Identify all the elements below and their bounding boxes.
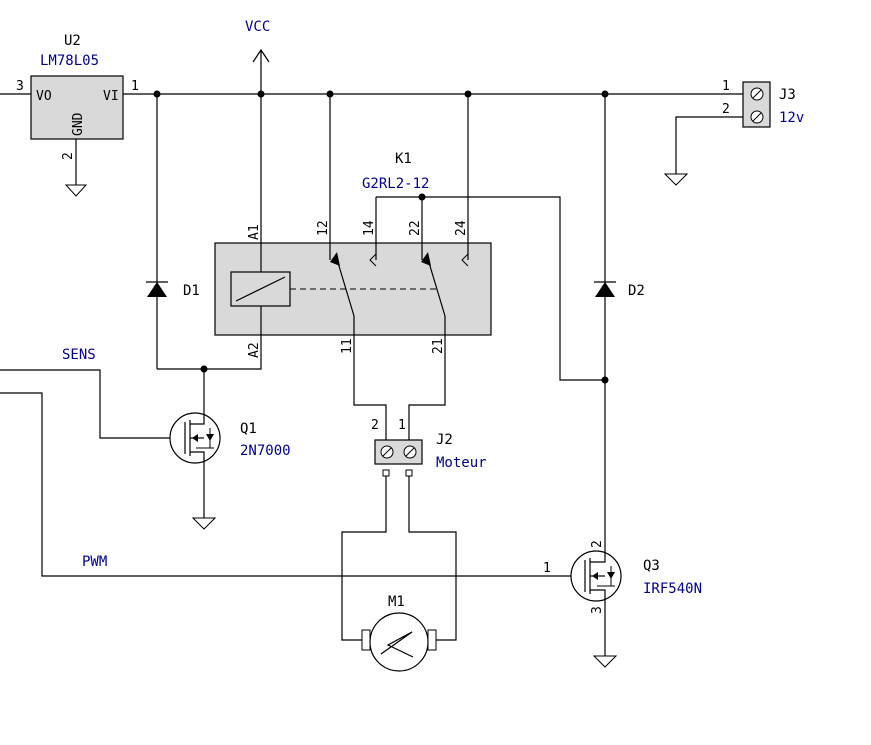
junction-dot [601,376,609,384]
q3-pin2: 2 [590,540,605,548]
k1-pin-11: 11 [340,338,355,354]
vcc-label: VCC [245,19,270,35]
k1-relay: K1 G2RL2-12 A1 12 14 22 24 A2 11 21 [214,94,492,358]
diode-icon [595,282,615,297]
j3-ref: J3 [779,87,796,103]
q3-pin1: 1 [543,561,551,576]
k1-pin-a1: A1 [247,224,262,240]
j2-pin2: 2 [371,418,379,433]
q1-ref: Q1 [240,421,257,437]
q3-mosfet: 1 2 3 Q3 IRF540N [543,540,702,668]
q1-drain [190,369,205,425]
p11-wire [353,335,387,440]
sens-label: SENS [62,347,96,363]
u2-gnd-label: GND [71,112,86,136]
m1-ref: M1 [388,594,405,610]
screw-slot [405,447,415,457]
k1-pin-22: 22 [408,220,423,236]
screw-slot [752,89,762,99]
j3-value: 12v [779,110,804,126]
screw-slot [752,112,762,122]
junction-dot [418,193,426,201]
j2-value: Moteur [436,455,487,471]
vcc-port: VCC [245,19,270,94]
u2-regulator: U2 LM78L05 VO VI GND 3 1 2 [0,33,139,197]
j3-ground-symbol [663,173,689,186]
u2-pin-out: 3 [16,79,24,94]
switch-contact-icon [335,255,355,317]
m1-wire [341,476,387,641]
d1-diode: D1 [146,94,200,369]
j2-pin1: 1 [398,418,406,433]
j3-connector: J3 12v 1 2 [663,79,804,186]
u2-value: LM78L05 [40,53,99,69]
u2-pin-in: 1 [131,79,139,94]
q3-ground-symbol [592,655,618,668]
k1-pin-12: 12 [316,220,331,236]
k1-pin-24: 24 [454,220,469,236]
q3-drain [590,540,606,563]
k1-pin-a2: A2 [247,342,262,358]
p21-wire [408,335,446,440]
contact-arrow-icon [330,252,340,266]
common-wire [376,196,605,381]
pin-pad [382,469,390,477]
j2-ref: J2 [436,432,453,448]
q1-arrow-icon [192,434,198,442]
pwm-label: PWM [82,554,107,570]
d1-ref: D1 [183,283,200,299]
pwm-wire [0,392,585,577]
m1-brush [427,629,437,651]
u2-ref: U2 [64,33,81,49]
coil-slash [235,276,286,302]
contact-arrow-icon [421,252,431,266]
q1-ground-symbol [191,517,217,530]
j3-pin1: 1 [722,79,730,94]
sens-wire [0,369,185,439]
pin-pad [405,469,413,477]
q3-ref: Q3 [643,558,660,574]
q3-source [590,589,606,656]
u2-body [30,75,124,140]
j3-pin2: 2 [722,102,730,117]
k1-pin-14: 14 [362,220,377,236]
diode-icon [147,282,167,297]
switch-contact-icon [426,255,446,317]
q1-mosfet: Q1 2N7000 [169,369,291,530]
u2-ground-symbol [64,184,88,197]
contact-arrow-icon [369,253,377,267]
motor-icon [369,612,429,672]
screw-slot [382,447,392,457]
d2-diode: D2 [594,94,645,540]
q3-arrow-icon [592,572,598,580]
q3-pin3: 3 [590,606,605,614]
vcc-arrow-icon [252,48,270,63]
m1-brush [361,629,371,651]
k1-ref: K1 [395,151,412,167]
m1-wire [408,476,457,641]
q3-value: IRF540N [643,581,702,597]
u2-vo-label: VO [36,89,52,104]
u2-vi-label: VI [103,89,119,104]
j3-gnd-wire [675,116,743,174]
q1-source [190,451,205,518]
k1-value: G2RL2-12 [362,176,429,192]
k1-pin-21: 21 [431,338,446,354]
d2-ref: D2 [628,283,645,299]
j2-connector: 2 1 J2 Moteur [353,335,487,477]
contact-arrow-icon [461,253,469,267]
q1-value: 2N7000 [240,443,291,459]
motor-winding-icon [380,631,414,658]
u2-pin-gnd: 2 [61,152,76,160]
m1-motor: M1 [341,476,457,672]
a2-wire [157,335,262,370]
